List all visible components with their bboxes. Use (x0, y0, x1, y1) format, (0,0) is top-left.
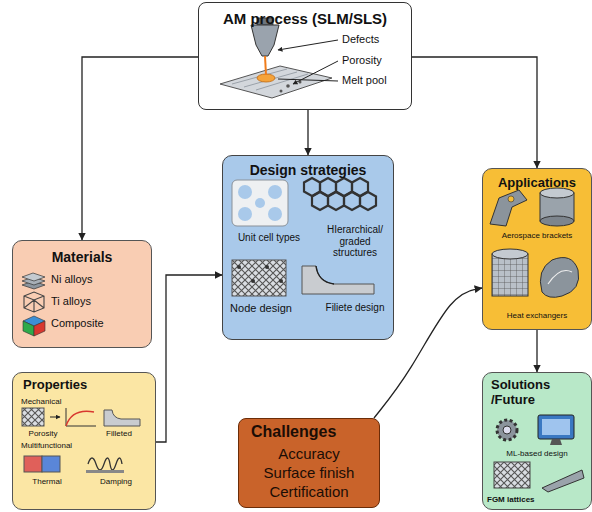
solutions-box: Solutions /FutureML-based designFGM latt… (482, 372, 592, 510)
item-label: Ni alloys (51, 273, 93, 286)
item-label: HIerarchical/ graded structures (319, 224, 391, 259)
applications-box: ApplicationsAerospace bracketsHeat excha… (482, 168, 592, 330)
item-label: Surface finish (239, 464, 379, 481)
am-process-illustration (220, 18, 338, 98)
materials-box: Materials Ni alloys Ti alloysComposite (12, 240, 152, 348)
item-label: Ti alloys (51, 295, 91, 308)
box-title: AM process (SLM/SLS) (199, 10, 411, 27)
item-label: Accuracy (239, 445, 379, 462)
callout-label: Melt pool (342, 74, 387, 87)
flow-arrow (307, 110, 308, 155)
property-icons (22, 408, 140, 473)
item-label: Damping (85, 477, 147, 486)
item-label: Node design (227, 302, 295, 315)
application-icons (490, 188, 579, 297)
properties-box: PropertiesMechanicalPorosity FilletedMult… (12, 372, 156, 510)
item-label: Filiete design (319, 302, 391, 314)
item-label: FGM lattices (487, 495, 587, 504)
box-title: Design strategies (223, 162, 393, 178)
materials-icons (22, 273, 45, 336)
item-label: Unit cell types (227, 232, 311, 244)
design-icons (232, 178, 376, 296)
item-label: Porosity (17, 429, 69, 438)
flow-arrow (412, 57, 537, 168)
design-box: Design strategiesUnit cell types HIerarch… (222, 155, 394, 340)
item-label: Multifunctional (21, 441, 72, 450)
box-title: Challenges (251, 423, 336, 441)
flow-arrow (82, 57, 198, 240)
box-title: Solutions /Future (491, 378, 581, 408)
box-title: Properties (23, 378, 87, 393)
box-title: Applications (483, 176, 591, 191)
item-label: Thermal (19, 477, 75, 486)
item-label: Aerospace brackets (483, 231, 591, 240)
flow-arrow (536, 330, 537, 372)
flow-arrow (156, 275, 222, 442)
item-label: Certification (239, 483, 379, 500)
item-label: Composite (51, 317, 104, 330)
item-label: Heat exchangers (483, 311, 591, 320)
item-label: ML-based design (483, 449, 591, 458)
callout-label: Defects (342, 33, 379, 46)
callout-label: Porosity (342, 54, 382, 67)
box-title: Materials (13, 249, 151, 265)
item-label: Mechanical (21, 397, 61, 406)
challenges-box: ChallengesAccuracySurface finishCertific… (238, 418, 380, 508)
solution-icons (494, 415, 584, 492)
item-label: Filleted (87, 429, 151, 438)
